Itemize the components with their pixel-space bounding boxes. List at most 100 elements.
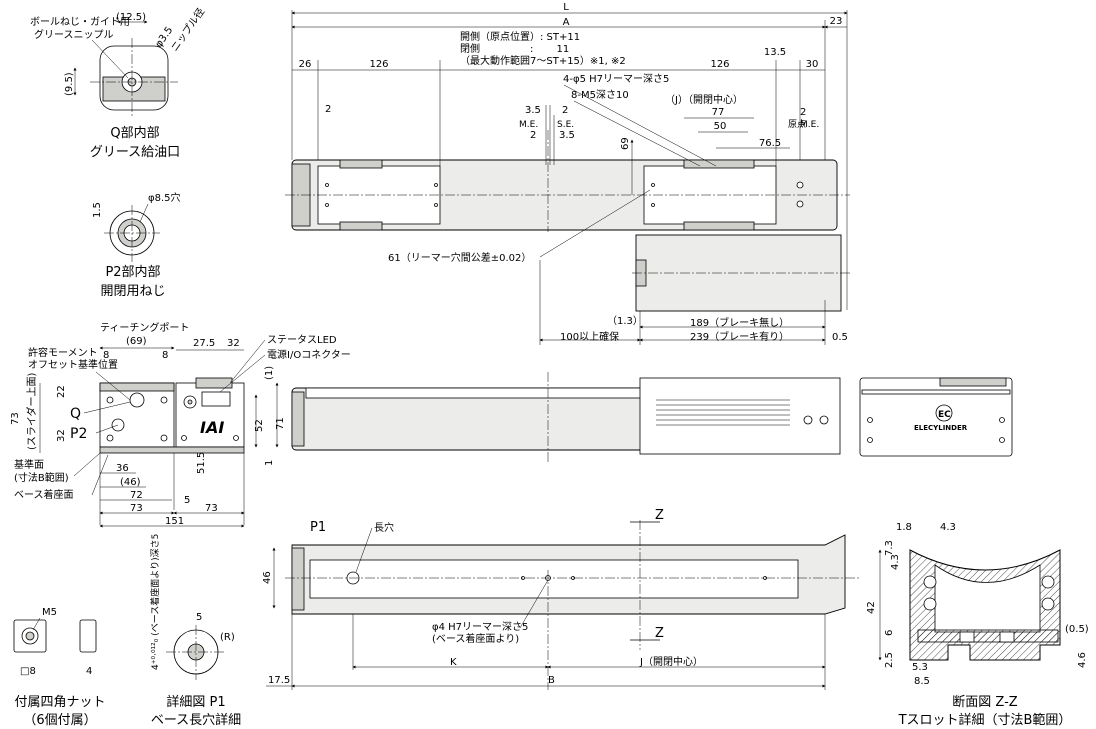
dim-1-end: (1) — [264, 366, 275, 380]
power-connector — [201, 391, 231, 407]
dim-5-end: 5 — [184, 495, 190, 506]
dim-2-a: 2 — [325, 104, 331, 115]
dim-46-bottom: 46 — [262, 571, 273, 584]
dim-51-5: 51.5 — [196, 452, 207, 474]
dim-30: 30 — [806, 59, 819, 70]
dim-1-5: 1.5 — [92, 202, 103, 218]
stroke-line-3: （最大動作範囲7～ST+15）※1, ※2 — [460, 54, 626, 67]
dim-27-5: 27.5 — [193, 338, 215, 349]
moment-ref-1: 許容モーメント — [28, 346, 98, 359]
p2-detail: φ8.5穴 1.5 P2部内部 開閉用ねじ — [92, 191, 181, 299]
p1-caption-1: 詳細図 P1 — [166, 694, 225, 710]
dim-73-v: 73 — [10, 412, 21, 425]
dim-126-right: 126 — [710, 59, 729, 70]
sec-dim-4-3-top: 4.3 — [940, 522, 956, 533]
p1-detail: 4⁺⁰·⁰¹²₀ (ベース着座面より)深さ5 5 (R) 詳細図 P1 ベース長… — [149, 534, 241, 728]
reamer-holes-label: 4-φ5 H7リーマー深さ5 — [563, 73, 669, 85]
brake-with: 239（ブレーキ有り） — [690, 330, 789, 343]
end-view: IAI ティーチングポート (69) 27.5 32 ステータスLED 電源I/… — [10, 321, 351, 528]
me-right: M.E. — [800, 120, 819, 130]
p1-dim-r: (R) — [220, 632, 235, 643]
dim-46-end: (46) — [120, 477, 141, 488]
motor-side — [639, 377, 841, 455]
me-left: M.E. — [519, 120, 538, 130]
dim-50: 50 — [714, 121, 727, 132]
dim-k: K — [450, 657, 457, 668]
dim-b: B — [548, 675, 555, 686]
se-label: S.E. — [557, 120, 574, 130]
status-led-label: ステータスLED — [267, 334, 337, 346]
p1-dim-5: 5 — [196, 612, 202, 623]
dim-22: 22 — [56, 385, 67, 398]
z-bottom: Z — [655, 626, 664, 641]
dim-13-5: 13.5 — [764, 47, 786, 58]
dim-1-b: 1 — [264, 460, 275, 466]
dim-L: L — [563, 2, 569, 13]
iai-logo: IAI — [200, 418, 224, 437]
dim-phi8-5: φ8.5穴 — [148, 191, 181, 204]
p2-caption-1: P2部内部 — [105, 264, 160, 280]
nut-caption-2: （6個付属） — [23, 713, 96, 728]
reamer-bottom: φ4 H7リーマー深さ5 — [432, 621, 528, 633]
jaw-bottom-right — [683, 221, 755, 231]
m5-holes-label: 8-M5深さ10 — [571, 89, 629, 101]
label-q: Q — [70, 406, 81, 422]
nut-caption-1: 付属四角ナット — [14, 695, 105, 710]
dim-3-5-a: 3.5 — [525, 105, 541, 116]
dim-23: 23 — [830, 16, 843, 27]
section-z: 1.8 4.3 7.3 4.3 42 6 (0.5) 2.5 5.3 8.5 4… — [866, 522, 1089, 728]
sec-dim-0-5: (0.5) — [1065, 624, 1089, 635]
p1-caption-2: ベース長穴詳細 — [151, 712, 241, 728]
nut-side — [79, 619, 97, 653]
ec-logo-badge — [935, 404, 953, 422]
label-p2: P2 — [70, 426, 87, 442]
dim-36: 36 — [116, 463, 129, 474]
slider-top-label: (スライダー上面) — [25, 372, 38, 450]
sec-dim-42: 42 — [866, 601, 877, 614]
origin-label: 原点 — [788, 119, 806, 130]
dim-17-5: 17.5 — [268, 675, 290, 686]
jaw-bottom-left — [339, 221, 383, 231]
sec-dim-4-3-side: 4.3 — [890, 554, 901, 570]
dim-A: A — [563, 17, 570, 28]
nut-dim-8: □8 — [20, 666, 36, 677]
dim-72: 72 — [130, 490, 143, 501]
j-center-label: （J）（開閉中心） — [665, 93, 743, 106]
sec-dim-6: 6 — [884, 630, 895, 636]
jaw-top-right — [683, 159, 755, 169]
base-mount-label: ベース着座面 — [14, 488, 74, 501]
p1-depth: 4⁺⁰·⁰¹²₀ (ベース着座面より)深さ5 — [149, 534, 161, 670]
section-caption-1: 断面図 Z-Z — [952, 695, 1018, 710]
reamer-bottom-ref: (ベース着座面より) — [432, 632, 519, 645]
nut-m5: M5 — [42, 607, 57, 618]
label-p1: P1 — [310, 520, 326, 535]
z-top: Z — [655, 508, 664, 523]
dim-73-b: 73 — [205, 503, 218, 514]
brake-none: 189（ブレーキ無し） — [690, 316, 789, 329]
ref-face-1: 基準面 — [14, 458, 44, 471]
side-view — [291, 372, 841, 462]
stroke-line-1: 開側（原点位置）: ST+11 — [460, 30, 580, 43]
teaching-port-label: ティーチングポート — [100, 321, 189, 334]
power-connector-label: 電源I/Oコネクター — [267, 348, 351, 361]
nut-dim-4: 4 — [86, 666, 92, 677]
dim-76-5: 76.5 — [759, 138, 781, 149]
dim-3-5-b: 3.5 — [559, 130, 575, 141]
moment-ref-2: オフセット基準位置 — [28, 358, 118, 371]
reamer-tolerance: 61（リーマー穴間公差±0.02） — [388, 251, 531, 264]
grease-nipple-label-2: グリースニップル — [34, 28, 114, 41]
slot-label: 長穴 — [374, 521, 394, 534]
dim-71: 71 — [275, 417, 286, 430]
dim-100: 100以上確保 — [560, 330, 619, 343]
dim-8-a: 8 — [103, 350, 109, 361]
dim-8-b: 8 — [162, 350, 168, 361]
dim-12-5: (12.5) — [116, 12, 146, 23]
brand-name: ELECYLINDER — [914, 424, 968, 432]
square-nut: M5 □8 4 付属四角ナット （6個付属） — [13, 607, 106, 728]
sec-dim-5-3: 5.3 — [912, 662, 928, 673]
top-view: L A 23 開側（原点位置）: ST+11 閉側 : 11 （最大動作範囲7～… — [285, 2, 850, 345]
section-caption-2: Tスロット詳細（寸法B範囲） — [898, 712, 1072, 728]
dim-69: 69 — [620, 137, 631, 150]
dim-52: 52 — [254, 419, 265, 432]
